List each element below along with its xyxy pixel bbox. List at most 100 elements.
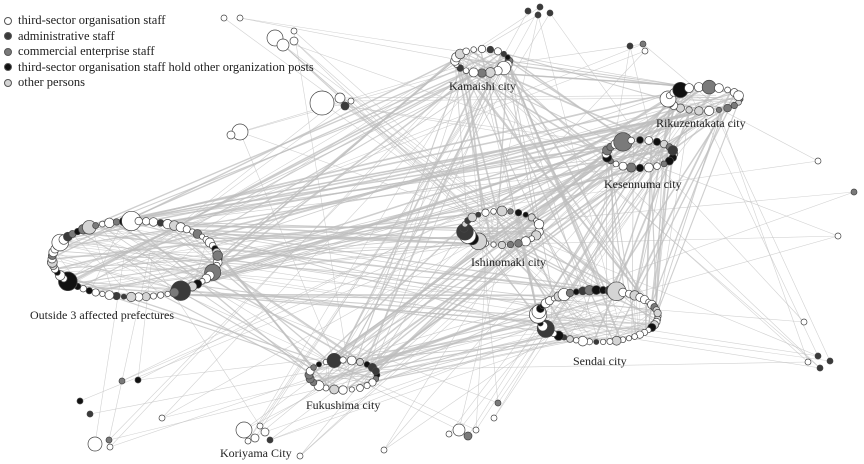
network-node — [470, 46, 477, 53]
edge — [161, 294, 345, 391]
edge — [90, 221, 124, 292]
edge — [196, 232, 502, 246]
edge — [110, 139, 646, 224]
edge — [562, 294, 593, 343]
network-node — [148, 217, 159, 227]
network-node — [226, 130, 236, 140]
edge — [489, 43, 644, 67]
edge — [655, 143, 664, 310]
network-node — [641, 47, 649, 55]
network-node — [524, 7, 532, 15]
edge — [514, 243, 658, 321]
edge — [314, 294, 563, 385]
edge — [458, 97, 723, 431]
network-node — [639, 40, 647, 48]
network-node — [348, 386, 355, 393]
edge — [585, 45, 631, 318]
network-node — [463, 431, 473, 441]
edge — [607, 148, 637, 337]
network-node — [490, 208, 497, 215]
edge — [605, 153, 626, 293]
edge — [136, 100, 352, 259]
edge — [109, 62, 471, 448]
edge — [561, 293, 631, 337]
network-node — [733, 90, 744, 101]
edge — [80, 72, 477, 289]
legend-label: third-sector organisation staff — [18, 13, 166, 27]
edge — [88, 241, 479, 291]
network-node — [730, 101, 738, 110]
edge — [57, 231, 193, 273]
network-node — [635, 163, 645, 173]
network-node — [182, 225, 191, 234]
network-node — [169, 287, 180, 298]
legend-swatch — [4, 47, 12, 56]
edge — [496, 60, 821, 369]
network-node — [826, 357, 834, 365]
network-node — [527, 213, 536, 222]
network-node — [507, 208, 514, 215]
network-node — [86, 410, 94, 418]
edge — [455, 59, 509, 64]
network-node — [522, 211, 529, 218]
network-node — [644, 136, 654, 145]
edge — [72, 233, 133, 298]
edge — [657, 109, 691, 317]
network-node — [816, 364, 824, 372]
edge — [321, 102, 633, 147]
edge — [514, 191, 855, 224]
network-node — [477, 44, 487, 54]
edge — [326, 235, 839, 381]
edge — [188, 53, 461, 289]
network-node — [493, 47, 502, 56]
edge — [239, 59, 481, 133]
edge — [592, 160, 671, 343]
network-node — [256, 422, 264, 430]
network-node — [626, 162, 637, 173]
edge — [628, 154, 839, 237]
network-node — [235, 421, 253, 439]
edge — [115, 257, 821, 369]
edge — [493, 93, 689, 419]
network-node — [105, 436, 113, 444]
cluster-label-koriyama: Koriyama City — [220, 446, 292, 460]
network-node — [506, 240, 515, 249]
network-node — [573, 337, 580, 344]
edge — [458, 224, 509, 431]
edge — [137, 257, 153, 381]
edge — [137, 323, 619, 381]
edge — [635, 146, 669, 296]
network-node — [667, 145, 678, 156]
edge — [55, 149, 673, 249]
edge — [709, 100, 831, 362]
edge — [177, 226, 216, 268]
network-node — [534, 11, 542, 19]
edge — [230, 64, 480, 136]
network-node — [485, 67, 496, 78]
network-node — [334, 92, 346, 104]
network-node — [296, 452, 304, 460]
network-node — [612, 160, 620, 168]
network-node — [475, 211, 482, 218]
network-node — [593, 339, 600, 345]
network-node — [87, 436, 103, 452]
network-node — [310, 364, 317, 371]
edge — [217, 257, 657, 323]
edge — [335, 324, 655, 390]
edge — [115, 50, 646, 254]
network-node — [814, 352, 822, 360]
edge — [118, 264, 805, 323]
legend-item-other: other persons — [4, 75, 314, 91]
edge — [159, 254, 218, 296]
edge — [147, 144, 615, 298]
network-node — [141, 217, 151, 226]
network-node — [106, 443, 114, 451]
edge — [321, 102, 497, 227]
edge — [166, 143, 617, 225]
network-node — [149, 292, 157, 300]
legend-item-administrative: administrative staff — [4, 29, 314, 45]
edge — [638, 297, 641, 336]
network-node — [685, 106, 693, 114]
network-node — [723, 103, 732, 113]
edge — [448, 101, 700, 435]
